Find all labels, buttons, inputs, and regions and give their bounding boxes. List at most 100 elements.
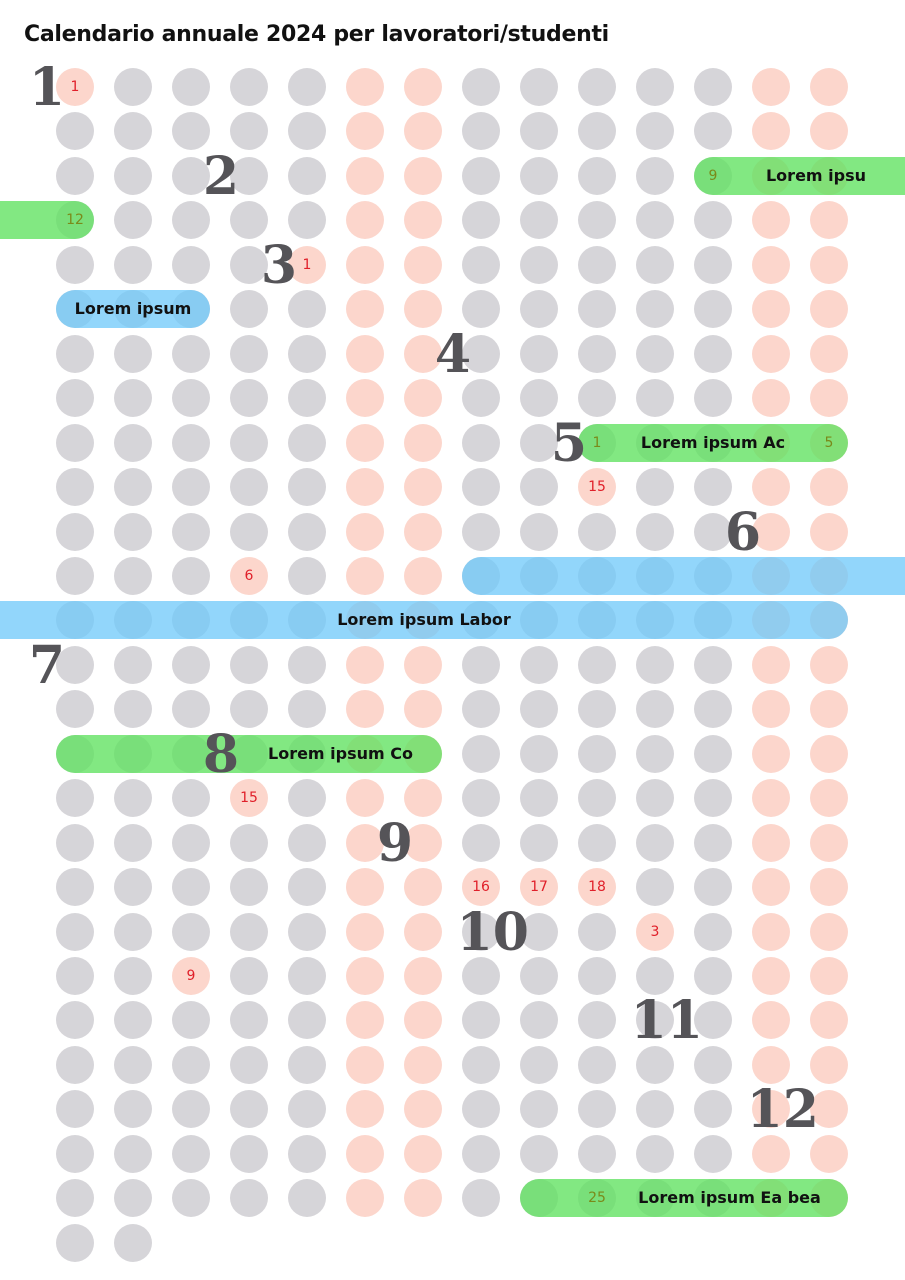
day-circle[interactable] (114, 1045, 152, 1084)
weekend-day[interactable] (346, 823, 384, 862)
weekend-day[interactable] (404, 334, 442, 373)
day-circle[interactable] (520, 156, 558, 195)
day-circle[interactable] (114, 334, 152, 373)
weekend-day[interactable] (810, 334, 848, 373)
day-circle[interactable] (462, 512, 500, 551)
day-circle[interactable] (578, 912, 616, 951)
day-circle[interactable] (520, 290, 558, 329)
day-circle[interactable] (636, 1090, 674, 1129)
weekend-day[interactable] (404, 201, 442, 240)
day-circle[interactable] (520, 912, 558, 951)
weekend-day[interactable] (810, 68, 848, 106)
holiday-day[interactable] (230, 779, 268, 818)
event-bar[interactable] (0, 601, 848, 640)
event-label[interactable]: Lorem ipsum Ea bea (638, 1188, 821, 1208)
day-circle[interactable] (114, 1223, 152, 1262)
day-circle[interactable] (578, 512, 616, 551)
day-circle[interactable] (56, 423, 94, 462)
day-circle[interactable] (462, 1134, 500, 1173)
day-circle[interactable] (288, 779, 326, 818)
day-circle[interactable] (578, 245, 616, 284)
day-circle[interactable] (462, 423, 500, 462)
weekend-day[interactable] (346, 156, 384, 195)
day-circle[interactable] (172, 912, 210, 951)
day-circle[interactable] (230, 334, 268, 373)
day-circle[interactable] (520, 334, 558, 373)
day-circle[interactable] (694, 245, 732, 284)
day-circle[interactable] (694, 823, 732, 862)
day-circle[interactable] (56, 468, 94, 507)
event-bar[interactable] (56, 290, 210, 329)
day-circle[interactable] (172, 868, 210, 907)
weekend-day[interactable] (404, 156, 442, 195)
day-circle[interactable] (462, 68, 500, 106)
day-circle[interactable] (636, 379, 674, 418)
day-circle[interactable] (694, 1001, 732, 1040)
weekend-day[interactable] (752, 512, 790, 551)
weekend-day[interactable] (810, 868, 848, 907)
day-circle[interactable] (578, 68, 616, 106)
day-circle[interactable] (172, 68, 210, 106)
event-bar[interactable] (520, 1179, 848, 1218)
day-circle[interactable] (578, 334, 616, 373)
day-circle[interactable] (172, 245, 210, 284)
day-circle[interactable] (462, 379, 500, 418)
day-circle[interactable] (172, 645, 210, 684)
day-circle[interactable] (636, 156, 674, 195)
day-circle[interactable] (114, 156, 152, 195)
holiday-day[interactable] (520, 868, 558, 907)
weekend-day[interactable] (752, 68, 790, 106)
day-circle[interactable] (520, 957, 558, 995)
day-circle[interactable] (114, 245, 152, 284)
weekend-day[interactable] (404, 468, 442, 507)
weekend-day[interactable] (752, 779, 790, 818)
day-circle[interactable] (578, 1001, 616, 1040)
day-circle[interactable] (694, 1134, 732, 1173)
day-circle[interactable] (578, 957, 616, 995)
day-circle[interactable] (172, 112, 210, 151)
day-circle[interactable] (694, 645, 732, 684)
day-circle[interactable] (56, 868, 94, 907)
weekend-day[interactable] (346, 245, 384, 284)
day-circle[interactable] (230, 957, 268, 995)
weekend-day[interactable] (404, 112, 442, 151)
weekend-day[interactable] (752, 1001, 790, 1040)
weekend-day[interactable] (752, 645, 790, 684)
weekend-day[interactable] (752, 468, 790, 507)
day-circle[interactable] (172, 512, 210, 551)
day-circle[interactable] (462, 1001, 500, 1040)
day-circle[interactable] (578, 779, 616, 818)
day-circle[interactable] (288, 1179, 326, 1218)
day-circle[interactable] (114, 1090, 152, 1129)
day-circle[interactable] (520, 112, 558, 151)
day-circle[interactable] (520, 379, 558, 418)
day-circle[interactable] (230, 201, 268, 240)
day-circle[interactable] (114, 512, 152, 551)
day-circle[interactable] (230, 690, 268, 729)
day-circle[interactable] (288, 334, 326, 373)
day-circle[interactable] (114, 68, 152, 106)
day-circle[interactable] (520, 1134, 558, 1173)
weekend-day[interactable] (752, 1090, 790, 1129)
day-circle[interactable] (172, 690, 210, 729)
day-circle[interactable] (230, 245, 268, 284)
day-circle[interactable] (230, 156, 268, 195)
day-circle[interactable] (462, 912, 500, 951)
day-circle[interactable] (578, 112, 616, 151)
weekend-day[interactable] (346, 1179, 384, 1218)
day-circle[interactable] (636, 868, 674, 907)
event-bar[interactable] (0, 201, 94, 240)
day-circle[interactable] (56, 112, 94, 151)
day-circle[interactable] (520, 245, 558, 284)
day-circle[interactable] (230, 468, 268, 507)
weekend-day[interactable] (752, 379, 790, 418)
day-circle[interactable] (230, 512, 268, 551)
day-circle[interactable] (230, 1179, 268, 1218)
weekend-day[interactable] (752, 290, 790, 329)
day-circle[interactable] (520, 645, 558, 684)
weekend-day[interactable] (346, 1090, 384, 1129)
weekend-day[interactable] (346, 112, 384, 151)
day-circle[interactable] (288, 645, 326, 684)
day-circle[interactable] (56, 1223, 94, 1262)
day-circle[interactable] (636, 245, 674, 284)
